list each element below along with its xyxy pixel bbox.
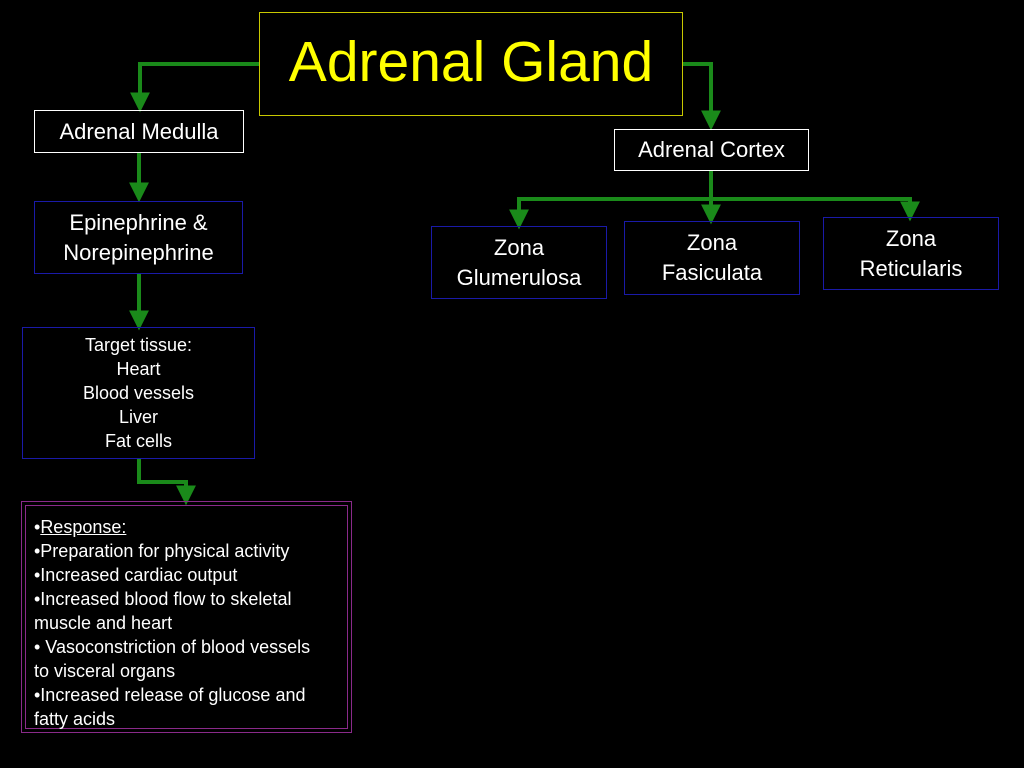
adrenal-medulla-label: Adrenal Medulla bbox=[59, 118, 219, 144]
hormones-box: Epinephrine & Norepinephrine bbox=[34, 201, 243, 274]
adrenal-gland-title-box: Adrenal Gland bbox=[259, 12, 683, 116]
response-line: •Increased blood flow to skeletal bbox=[34, 589, 292, 609]
zona-reticularis-box: Zona Reticularis bbox=[823, 217, 999, 290]
adrenal-cortex-label: Adrenal Cortex bbox=[638, 137, 785, 162]
arrow-cortex-to-reticularis bbox=[711, 197, 920, 222]
response-heading: Response: bbox=[40, 517, 127, 537]
arrow-cortex-to-glumerulosa bbox=[509, 197, 711, 230]
zona-fasiculata-box: Zona Fasiculata bbox=[624, 221, 800, 295]
zona-glumerulosa-line-1: Zona bbox=[493, 234, 545, 260]
hormone-line-1: Epinephrine & bbox=[69, 209, 208, 235]
response-line: • Vasoconstriction of blood vessels bbox=[34, 637, 311, 657]
arrow-target-to-response bbox=[137, 458, 196, 506]
arrow-title-to-medulla bbox=[130, 62, 259, 113]
target-tissue-heading: Target tissue: bbox=[84, 335, 193, 355]
zona-reticularis-line-2: Reticularis bbox=[859, 255, 963, 281]
arrow-title-to-cortex bbox=[683, 62, 721, 131]
target-tissue-item: Blood vessels bbox=[82, 383, 195, 403]
response-line: fatty acids bbox=[34, 709, 116, 729]
zona-fasiculata-line-2: Fasiculata bbox=[661, 260, 763, 285]
response-line: muscle and heart bbox=[34, 613, 173, 633]
zona-reticularis-line-1: Zona bbox=[885, 225, 937, 251]
response-box: •Response: •Preparation for physical act… bbox=[21, 501, 352, 733]
zona-glumerulosa-box: Zona Glumerulosa bbox=[431, 226, 607, 299]
adrenal-cortex-box: Adrenal Cortex bbox=[614, 129, 809, 171]
response-line: •Increased release of glucose and bbox=[34, 685, 306, 705]
title-text: Adrenal Gland bbox=[288, 30, 654, 94]
hormone-line-2: Norepinephrine bbox=[63, 239, 214, 265]
target-tissue-item: Fat cells bbox=[104, 431, 173, 451]
response-line: to visceral organs bbox=[34, 661, 176, 681]
response-inner-frame: •Response: •Preparation for physical act… bbox=[25, 505, 348, 729]
zona-fasiculata-line-1: Zona bbox=[686, 230, 738, 255]
response-line: •Increased cardiac output bbox=[34, 565, 238, 585]
response-line: •Preparation for physical activity bbox=[34, 541, 290, 561]
target-tissue-item: Liver bbox=[118, 407, 158, 427]
response-heading-line: •Response: bbox=[34, 517, 127, 537]
target-tissue-item: Heart bbox=[116, 359, 161, 379]
target-tissue-box: Target tissue: Heart Blood vessels Liver… bbox=[22, 327, 255, 459]
adrenal-medulla-box: Adrenal Medulla bbox=[34, 110, 244, 153]
zona-glumerulosa-line-2: Glumerulosa bbox=[456, 264, 582, 290]
